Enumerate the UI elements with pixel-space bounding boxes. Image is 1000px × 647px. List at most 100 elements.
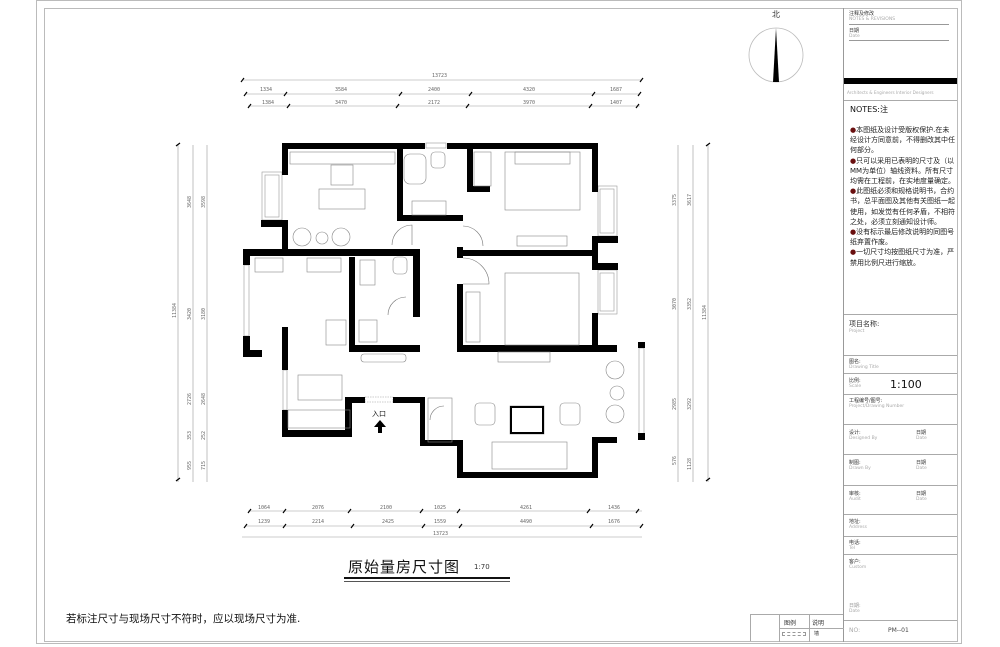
drawing-frame-inner — [44, 8, 958, 642]
dim-top-2: 3584 — [335, 87, 347, 93]
dim-bot2-4: 1559 — [434, 519, 446, 525]
dim-right-2: 3070 — [672, 298, 678, 310]
sink — [306, 257, 342, 273]
dim-top-1: 1334 — [260, 87, 272, 93]
scale-value: 1:100 — [890, 378, 922, 391]
dimension-footnote: 若标注尺寸与现场尺寸不符时，应以现场尺寸为准. — [66, 613, 301, 625]
dim-left2-5: 715 — [201, 461, 207, 470]
title-underline — [344, 577, 510, 579]
legend-wall-label: 墙 — [814, 631, 820, 637]
firm-name: Architects & Engineers Interior Designer… — [847, 90, 934, 95]
title-underline-thin — [344, 581, 510, 582]
notes-list: ●本图纸及设计受版权保护.在未经设计方同意前，不得删改其中任何部分。 ●只可以采… — [850, 125, 956, 268]
dim-bot2-3: 2425 — [382, 519, 394, 525]
dining-cabinet — [287, 409, 351, 429]
drawing-title-row: 图名: Drawing Title — [844, 356, 957, 374]
dim-right-3: 2985 — [672, 398, 678, 410]
notes-title: NOTES:注 — [850, 105, 888, 114]
dim-left2-2: 3180 — [201, 308, 207, 320]
dim-bot2-2: 2214 — [312, 519, 324, 525]
toilet-2 — [392, 256, 408, 275]
toilet — [430, 151, 446, 169]
dim-right2-2: 3352 — [687, 298, 693, 310]
dim-top2-3: 2172 — [428, 100, 440, 106]
legend-col-desc: 说明 — [812, 620, 825, 627]
dim-left2-4: 252 — [201, 431, 207, 440]
dimension-ticks — [175, 77, 711, 529]
dim-left-1: 3648 — [187, 196, 193, 208]
dim-bot-5: 4261 — [520, 505, 532, 511]
dim-bot-total: 13723 — [433, 531, 448, 537]
bathtub — [403, 153, 427, 185]
dim-bot2-6: 1676 — [608, 519, 620, 525]
dim-bot-1: 1064 — [258, 505, 270, 511]
study-cabinet — [289, 151, 396, 165]
dim-right2-4: 1128 — [687, 458, 693, 470]
shower-cabinet — [359, 259, 376, 286]
dim-bot2-1: 1239 — [258, 519, 270, 525]
note-item: ●此图纸必须和规格说明书，合约书，总平面图及其他有关图纸一起使用，如发觉有任何矛… — [850, 187, 955, 226]
north-compass-icon — [748, 27, 804, 83]
dim-bot-6: 1436 — [608, 505, 620, 511]
tv-cabinet-1 — [516, 235, 568, 247]
dimension-labels: 13723 1334 3584 2400 4320 1687 1384 3470… — [172, 73, 708, 537]
legend-table: 图例 说明 墙 — [750, 614, 844, 642]
balcony-chair — [605, 404, 625, 424]
dim-left-2: 3420 — [187, 308, 193, 320]
drawing-no-row: NO: PM--01 — [849, 627, 909, 634]
tv-cabinet-2 — [497, 351, 551, 363]
living-armchair — [559, 402, 581, 426]
revisions-label: 注释及修改 — [849, 11, 875, 17]
dim-left-5: 955 — [187, 461, 193, 470]
wardrobe-2 — [465, 291, 481, 343]
living-armchair — [474, 402, 496, 426]
dim-top-4: 4320 — [523, 87, 535, 93]
armchair — [292, 227, 312, 247]
shoe-cabinet — [427, 397, 453, 443]
customer-row: 客户: Custom 日期: Date — [844, 555, 957, 621]
pillows-1 — [514, 151, 571, 165]
dim-left-3: 2726 — [187, 393, 193, 405]
coffee-table-top — [510, 406, 544, 434]
revisions-label-en: NOTES & REVISIONS — [849, 17, 896, 22]
double-bed-2 — [504, 272, 580, 346]
basin-2 — [358, 319, 378, 343]
dim-top2-5: 1407 — [610, 100, 622, 106]
address-row: 地址: Address — [844, 515, 957, 537]
dim-right2-1: 3617 — [687, 194, 693, 206]
dining-table — [297, 374, 343, 401]
plan-title: 原始量房尺寸图 — [348, 558, 461, 576]
dim-left-4: 353 — [187, 431, 193, 440]
note-item: ●没有标示最后修改说明的同图号纸弃置作废。 — [850, 228, 955, 247]
study-desk — [318, 188, 366, 210]
dim-right-total: 11384 — [702, 305, 708, 320]
dim-left2-1: 3598 — [201, 196, 207, 208]
dim-right-1: 3375 — [672, 194, 678, 206]
title-block: 注释及修改 NOTES & REVISIONS 日期 Date Architec… — [843, 8, 958, 642]
scale-row: 比例: Scale — [844, 374, 957, 395]
revision-date-label-en: Date — [849, 34, 860, 39]
dim-bot-4: 1025 — [434, 505, 446, 511]
balcony-chair — [605, 360, 625, 380]
dim-bot-2: 2076 — [312, 505, 324, 511]
fridge — [325, 319, 347, 346]
stove — [254, 257, 284, 273]
dim-bot2-5: 4490 — [520, 519, 532, 525]
walls — [243, 143, 645, 478]
drawing-no-value: PM--01 — [888, 627, 909, 634]
dim-top-5: 1687 — [610, 87, 622, 93]
legend-col-symbol: 图例 — [784, 620, 797, 627]
designed-by-row: 设计: Designed By 日期 Date — [844, 425, 957, 455]
note-item: ●一切尺寸均按图纸尺寸为准，严禁用比例尺进行缩放。 — [850, 248, 955, 267]
plan-scale: 1:70 — [474, 563, 490, 571]
double-bed-1 — [504, 151, 581, 211]
drawing-number-row: 工程编号/图号: Project/Drawing Number — [844, 395, 957, 425]
revision-date-label: 日期 — [849, 28, 860, 34]
dim-left2-3: 2648 — [201, 393, 207, 405]
dim-top2-1: 1384 — [262, 100, 274, 106]
armchair — [331, 227, 351, 247]
project-row: 项目名称: Project — [844, 314, 957, 356]
furniture — [254, 151, 625, 470]
side-table — [315, 231, 329, 245]
